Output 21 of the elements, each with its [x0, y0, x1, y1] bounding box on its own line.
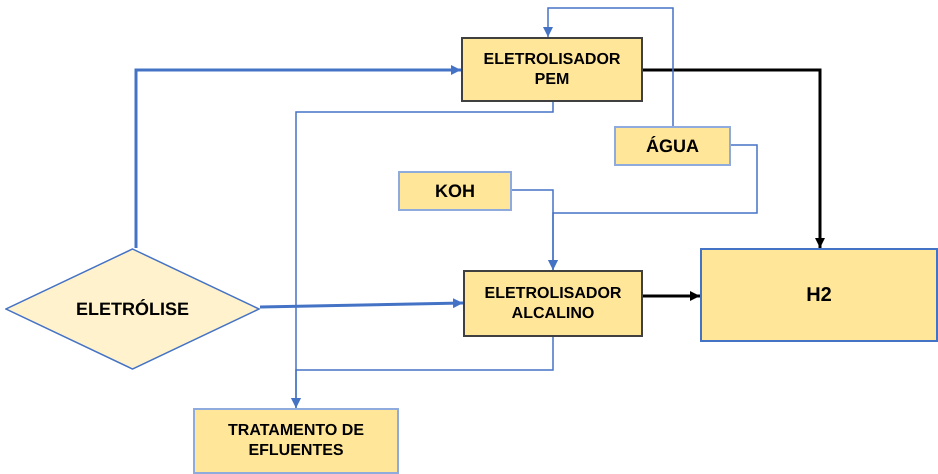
node-label: ÁGUA	[645, 134, 700, 158]
node-label: H2	[805, 282, 833, 308]
process-box	[193, 408, 399, 474]
arrow	[643, 291, 700, 301]
node-label: ELETROLISADOR ALCALINO	[484, 284, 622, 324]
node-label: TRATAMENTO DE EFLUENTES	[227, 421, 365, 461]
process-box	[398, 171, 512, 211]
node-label: ELETRÓLISE	[74, 298, 190, 320]
arrow	[260, 298, 464, 308]
arrow	[512, 189, 558, 270]
arrow	[643, 68, 825, 248]
arrow	[543, 7, 674, 126]
process-box	[463, 270, 643, 337]
decision-diamond	[5, 248, 260, 370]
arrow	[134, 65, 461, 248]
process-box	[461, 37, 643, 102]
arrow	[291, 337, 554, 408]
process-box	[614, 126, 731, 166]
node-label: KOH	[434, 180, 476, 202]
node-label: ELETROLISADOR PEM	[482, 50, 622, 90]
process-box	[700, 248, 938, 342]
